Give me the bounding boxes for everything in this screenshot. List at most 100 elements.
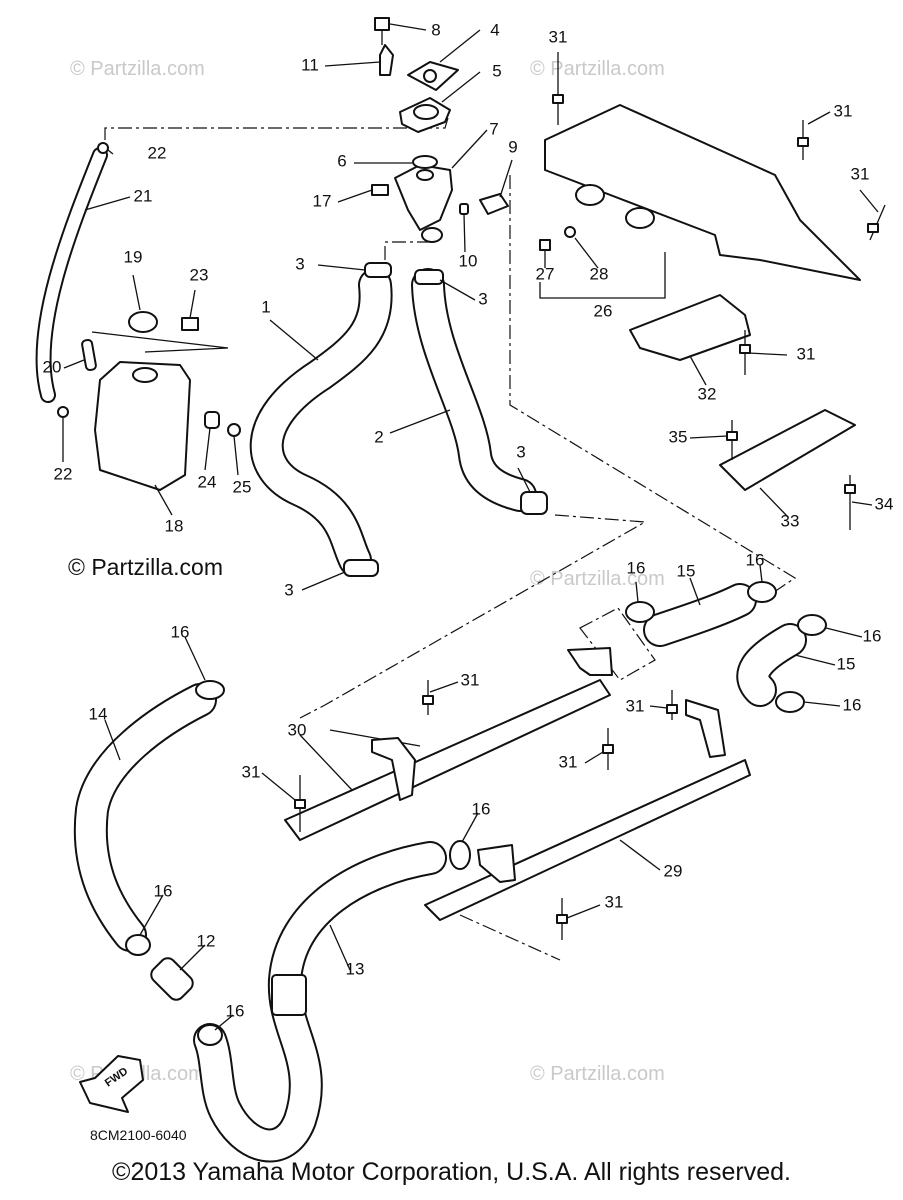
part-label-16: 16 bbox=[746, 550, 765, 569]
part-label-31: 31 bbox=[851, 164, 870, 183]
reference-line bbox=[384, 241, 430, 260]
part-label-31: 31 bbox=[549, 27, 568, 46]
heat-exchanger-30 bbox=[284, 679, 611, 841]
clamp-3 bbox=[520, 491, 548, 515]
watermark: © Partzilla.com bbox=[530, 568, 665, 590]
clamp-22 bbox=[97, 142, 109, 154]
part-label-2: 2 bbox=[374, 427, 383, 446]
fitting-24 bbox=[204, 411, 220, 429]
part-label-21: 21 bbox=[134, 186, 153, 205]
part-label-31: 31 bbox=[461, 670, 480, 689]
clamp-16 bbox=[775, 691, 805, 713]
reference-line bbox=[299, 514, 647, 719]
part-label-17: 17 bbox=[313, 191, 332, 210]
bolt-27 bbox=[539, 239, 551, 251]
hose-15-inner bbox=[738, 625, 805, 705]
hose-13-inner bbox=[195, 843, 445, 1161]
washer-28 bbox=[564, 226, 576, 238]
part-label-13: 13 bbox=[346, 959, 365, 978]
part-label-27: 27 bbox=[536, 264, 555, 283]
clamp-3 bbox=[343, 559, 379, 577]
clamp-16 bbox=[625, 601, 655, 623]
bolt-17 bbox=[371, 184, 389, 196]
part-label-6: 6 bbox=[337, 151, 346, 170]
part-label-16: 16 bbox=[154, 881, 173, 900]
part-label-16: 16 bbox=[843, 695, 862, 714]
rivet-31 bbox=[867, 204, 886, 241]
part-label-16: 16 bbox=[171, 622, 190, 641]
part-label-16: 16 bbox=[226, 1001, 245, 1020]
part-label-3: 3 bbox=[478, 289, 487, 308]
watermark: © Partzilla.com bbox=[70, 58, 205, 80]
rivet-34 bbox=[844, 475, 856, 530]
bracket-33 bbox=[719, 409, 856, 491]
cover-5-port bbox=[413, 104, 439, 120]
reference-line bbox=[104, 117, 449, 140]
housing-7-hole bbox=[416, 169, 434, 181]
part-label-33: 33 bbox=[781, 511, 800, 530]
part-label-22: 22 bbox=[54, 464, 73, 483]
cap-19 bbox=[128, 311, 158, 333]
bolt-23 bbox=[181, 317, 199, 331]
rivet-31 bbox=[666, 690, 678, 720]
part-label-15: 15 bbox=[677, 561, 696, 580]
part-label-15: 15 bbox=[837, 654, 856, 673]
copyright-notice: ©2013 Yamaha Motor Corporation, U.S.A. A… bbox=[112, 1158, 791, 1186]
bolt-8 bbox=[374, 17, 390, 31]
part-label-31: 31 bbox=[242, 762, 261, 781]
reference-line bbox=[539, 252, 666, 299]
diagram-code: 8CM2100-6040 bbox=[90, 1127, 187, 1143]
sensor-9 bbox=[479, 193, 509, 215]
part-label-30: 30 bbox=[288, 720, 307, 739]
part-label-16: 16 bbox=[863, 626, 882, 645]
pipe-20 bbox=[81, 338, 97, 372]
part-label-7: 7 bbox=[489, 119, 498, 138]
reservoir-18 bbox=[94, 361, 191, 491]
part-label-5: 5 bbox=[492, 61, 501, 80]
housing-7-outlet bbox=[421, 227, 443, 243]
part-label-34: 34 bbox=[875, 494, 894, 513]
part-label-35: 35 bbox=[669, 427, 688, 446]
gasket-4-hole bbox=[423, 69, 437, 83]
part-label-3: 3 bbox=[284, 580, 293, 599]
cooler-26-port bbox=[575, 184, 605, 206]
part-label-31: 31 bbox=[605, 892, 624, 911]
part-label-20: 20 bbox=[43, 357, 62, 376]
exchanger-29-elbow bbox=[477, 844, 516, 883]
part-label-31: 31 bbox=[626, 696, 645, 715]
reference-line bbox=[509, 175, 797, 601]
cooler-26 bbox=[544, 104, 861, 281]
part-label-31: 31 bbox=[559, 752, 578, 771]
part-label-24: 24 bbox=[198, 472, 217, 491]
joint-12 bbox=[150, 957, 194, 1001]
clamp-16 bbox=[449, 840, 471, 870]
bracket-11 bbox=[379, 44, 394, 76]
watermark: © Partzilla.com bbox=[530, 1063, 665, 1085]
clamp-16 bbox=[125, 934, 151, 956]
part-label-16: 16 bbox=[472, 799, 491, 818]
fwd-arrow-icon: FWD bbox=[79, 1055, 144, 1113]
rivet-31 bbox=[552, 60, 564, 125]
rivet-31 bbox=[422, 680, 434, 715]
bracket-32 bbox=[629, 294, 751, 361]
part-label-22: 22 bbox=[148, 143, 167, 162]
part-label-31: 31 bbox=[834, 101, 853, 120]
part-label-18: 18 bbox=[165, 516, 184, 535]
rivet-31 bbox=[797, 120, 809, 160]
part-label-23: 23 bbox=[190, 265, 209, 284]
part-label-8: 8 bbox=[431, 20, 440, 39]
rivet-31 bbox=[602, 728, 614, 770]
cooler-26-port bbox=[625, 207, 655, 229]
exchanger-29-elbow bbox=[685, 699, 726, 758]
part-label-28: 28 bbox=[590, 264, 609, 283]
hose-14-inner bbox=[75, 685, 215, 950]
thermostat-6 bbox=[412, 155, 438, 169]
part-label-14: 14 bbox=[89, 704, 108, 723]
heat-exchanger-29 bbox=[424, 759, 751, 921]
exchanger-30-elbow bbox=[567, 647, 613, 676]
watermark-main: © Partzilla.com bbox=[68, 554, 223, 580]
hose-2-inner bbox=[413, 270, 535, 510]
part-label-3: 3 bbox=[295, 254, 304, 273]
hose-1-inner bbox=[251, 270, 391, 575]
